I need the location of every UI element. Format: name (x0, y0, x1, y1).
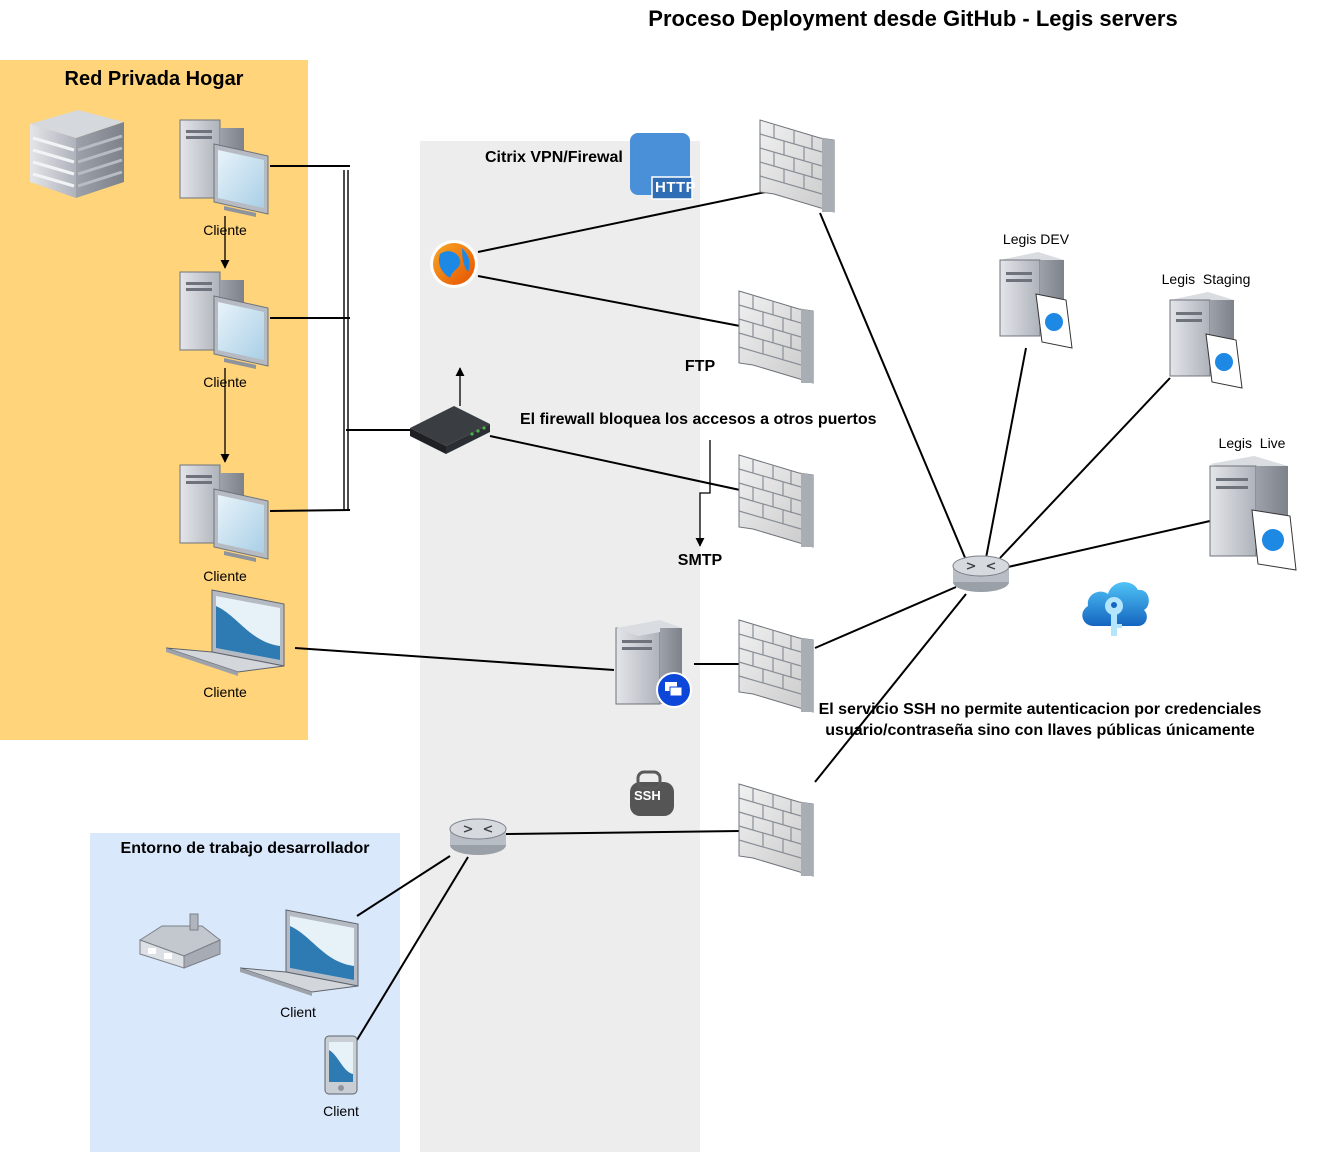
legis-staging-label: Legis Staging (1161, 271, 1251, 287)
firewall-ftp-icon (738, 290, 814, 384)
client-label-3: Cliente (203, 568, 247, 584)
dev-phone-label: Client (323, 1103, 359, 1119)
ssh-badge-label: SSH (634, 788, 661, 803)
http-badge-label: HTTP (655, 179, 697, 196)
developer-router-icon[interactable] (449, 818, 507, 855)
office-building-icon (30, 110, 124, 198)
desktop-client-2-icon[interactable] (179, 271, 269, 369)
desktop-client-1-icon[interactable] (179, 119, 269, 217)
home-router-icon[interactable] (410, 406, 490, 454)
http-service-icon (630, 133, 693, 200)
legis-live-server-icon[interactable] (1209, 456, 1297, 571)
home-zone-label: Red Privada Hogar (64, 68, 244, 90)
connections (269, 165, 1211, 1041)
cloud-key-icon (1082, 582, 1149, 636)
firewall-rdp-icon (738, 619, 814, 713)
desktop-client-3-icon[interactable] (179, 464, 269, 562)
house-icon (138, 913, 221, 969)
page-title: Proceso Deployment desde GitHub - Legis … (648, 6, 1178, 31)
dev-laptop-label: Client (280, 1004, 316, 1020)
legis-dev-server-icon[interactable] (999, 252, 1073, 349)
firewall-ssh-icon (738, 783, 814, 877)
ssh-note-line-1: El servicio SSH no permite autenticacion… (818, 701, 1262, 718)
mobile-phone-icon[interactable] (324, 1035, 358, 1095)
client-label-1: Cliente (203, 222, 247, 238)
ssh-terminal-icon (630, 770, 674, 816)
legis-staging-server-icon[interactable] (1169, 292, 1243, 389)
ftp-label: FTP (684, 358, 716, 375)
flow-arrows (220, 216, 711, 547)
firewall-note: El firewall bloquea los accesos a otros … (520, 411, 877, 428)
legis-live-label: Legis Live (1218, 435, 1286, 451)
internet-globe-icon[interactable] (430, 240, 478, 288)
remote-desktop-server-icon[interactable] (615, 620, 692, 708)
smtp-label: SMTP (677, 552, 723, 569)
developer-environment-zone (90, 833, 400, 1152)
core-router-icon[interactable] (952, 555, 1010, 592)
home-laptop-icon[interactable] (165, 589, 285, 676)
client-label-2: Cliente (203, 374, 247, 390)
firewall-http-icon (759, 119, 835, 213)
legis-dev-label: Legis DEV (1002, 231, 1070, 247)
client-label-laptop: Cliente (203, 684, 247, 700)
developer-laptop-icon[interactable] (239, 909, 359, 996)
dev-zone-label: Entorno de trabajo desarrollador (120, 840, 370, 857)
ssh-note-line-2: usuario/contraseña sino con llaves públi… (825, 722, 1255, 739)
firewall-smtp-icon (738, 454, 814, 548)
vpn-zone-label: Citrix VPN/Firewal (485, 149, 623, 166)
